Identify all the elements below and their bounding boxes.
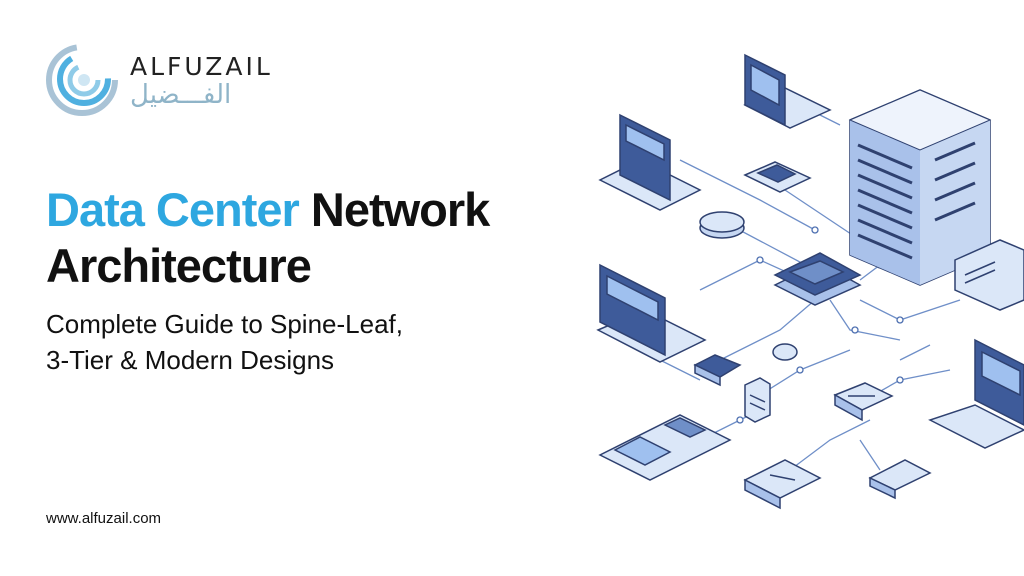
laptop-icon [743,53,832,129]
nas-box-icon [743,459,822,510]
title-line2: Architecture [46,239,312,292]
access-point-icon [868,459,932,500]
switch-icon [833,382,894,422]
subtitle-line1: Complete Guide to Spine-Leaf, [46,309,403,339]
switch-icon [743,161,812,193]
hub-icon [772,343,798,361]
laptop-icon [598,113,702,211]
network-illustration [596,53,1024,510]
subtitle: Complete Guide to Spine-Leaf, 3-Tier & M… [46,306,526,378]
title-line1-rest: Network [310,183,490,236]
brand-name: ALFUZAIL [130,52,273,81]
page-title: Data Center Network Architecture [46,182,490,294]
server-unit-icon [744,377,771,423]
dashboard-panel-icon [598,414,732,481]
storage-unit-icon [954,239,1024,311]
laptop-icon [928,338,1024,449]
router-icon [699,211,745,239]
brand-name-arabic: الفـــضيل [130,80,232,110]
website-link[interactable]: www.alfuzail.com [46,510,162,527]
subtitle-line2: 3-Tier & Modern Designs [46,345,335,375]
small-switch-icon [693,354,742,387]
core-switch-icon [773,252,862,306]
logo-swirl-icon [46,44,118,116]
server-rack-icon [848,89,992,286]
title-accent: Data Center [46,183,300,236]
laptop-icon [596,263,707,363]
